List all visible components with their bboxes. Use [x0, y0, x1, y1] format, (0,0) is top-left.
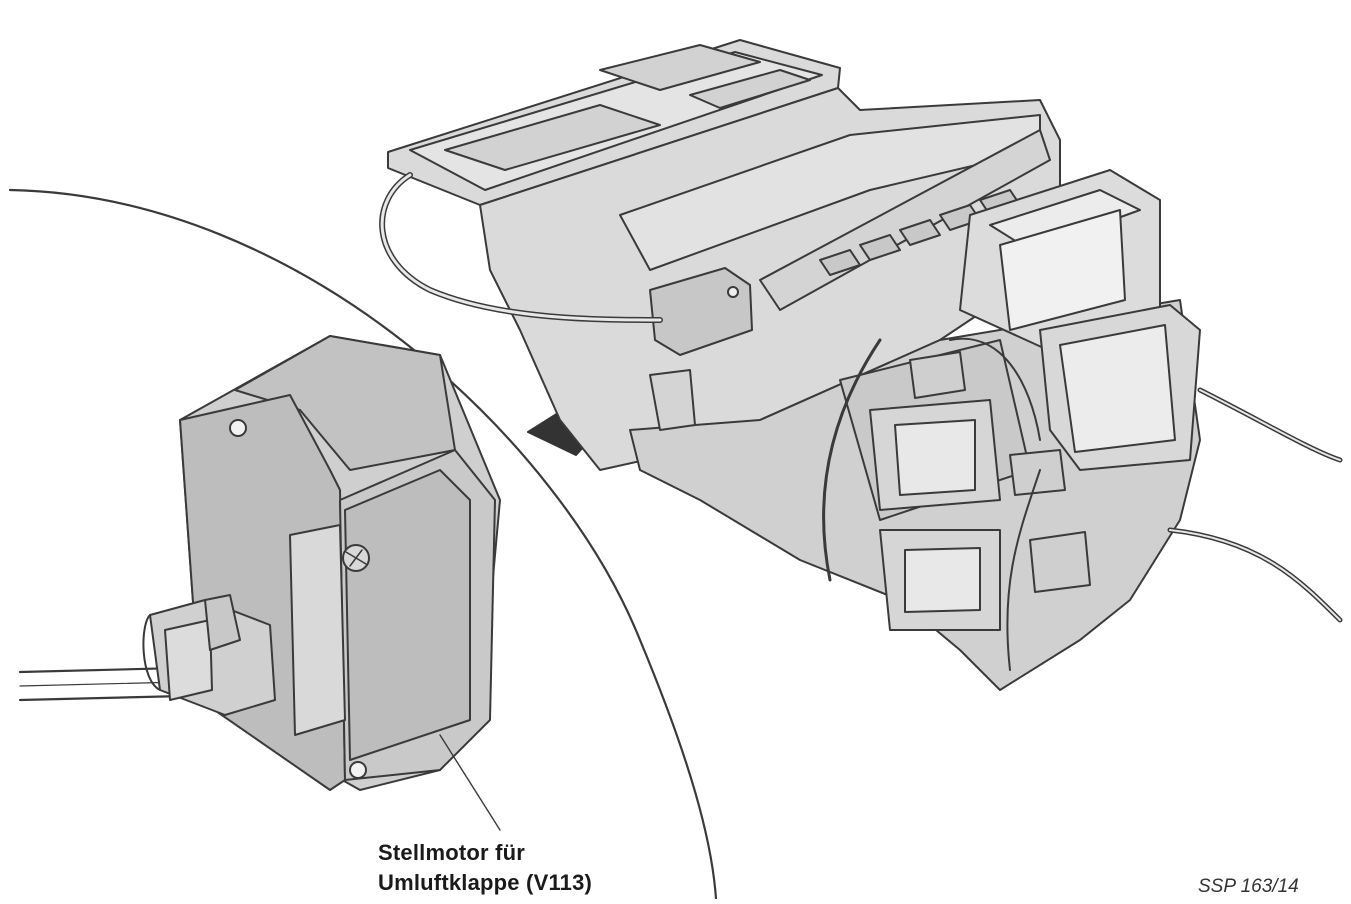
callout-line-2: Umluftklappe (V113) [378, 870, 593, 895]
magnifier-arc [8, 188, 718, 901]
callout-line-1: Stellmotor für [378, 840, 526, 865]
reference-code: SSP 163/14 [1198, 876, 1299, 897]
actuator-small [649, 267, 753, 356]
wire-loop [822, 338, 882, 582]
leader-line [439, 734, 501, 831]
cable-right-2 [1167, 527, 1343, 623]
actuator-detail [18, 335, 501, 791]
detail-cable [18, 666, 187, 702]
callout-label: Stellmotor für Umluftklappe (V113) [378, 838, 592, 898]
hvac-assembly [387, 39, 1201, 691]
